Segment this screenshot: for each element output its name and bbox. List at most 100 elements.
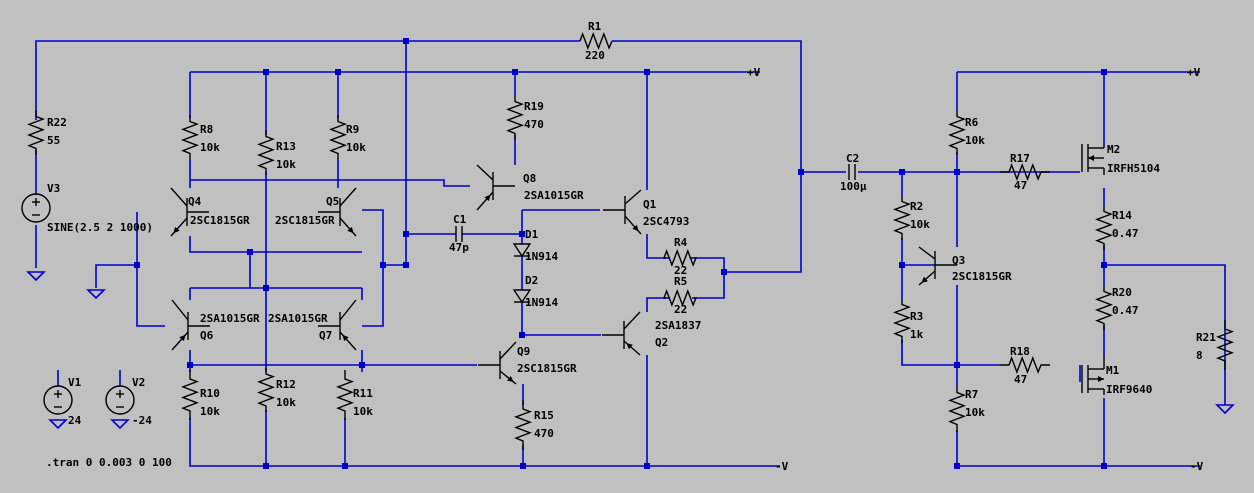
r10-resistor — [181, 370, 199, 420]
ref-q2: Q2 — [655, 336, 668, 349]
junction-dot — [134, 262, 140, 268]
ref-r7: R7 — [965, 388, 978, 401]
value-r20: 0.47 — [1112, 304, 1139, 317]
v2-source — [105, 385, 135, 415]
labels: +V +V -V -V .tran 0 0.003 0 100 — [46, 66, 1204, 473]
ref-v1: V1 — [68, 376, 82, 389]
ref-r8: R8 — [200, 123, 213, 136]
q3-transistor — [918, 246, 957, 286]
ground-symbol — [26, 271, 46, 282]
junction-dot — [899, 169, 905, 175]
junction-dot — [403, 231, 409, 237]
ref-r13: R13 — [276, 140, 296, 153]
q2-transistor — [602, 311, 641, 356]
r1-resistor — [579, 32, 613, 50]
ref-c2: C2 — [846, 152, 859, 165]
value-c2: 100µ — [840, 180, 867, 193]
ref-r6: R6 — [965, 116, 979, 129]
r13-resistor — [257, 130, 275, 175]
ref-r14: R14 — [1112, 209, 1132, 222]
ref-r11: R11 — [353, 387, 373, 400]
ref-r4: R4 — [674, 236, 688, 249]
junction-dot — [798, 169, 804, 175]
r7-resistor — [948, 385, 966, 432]
m1-mosfet — [1081, 355, 1105, 395]
wire — [189, 418, 780, 467]
value-r18: 47 — [1014, 373, 1027, 386]
junction-dot — [342, 463, 348, 469]
value-q2: 2SA1837 — [655, 319, 701, 332]
value-r9: 10k — [346, 141, 366, 154]
ref-r3: R3 — [910, 310, 923, 323]
net-label-vminus-right: -V — [1190, 460, 1204, 473]
r3-resistor — [893, 298, 911, 343]
junction-dot — [359, 362, 365, 368]
r22-resistor — [27, 110, 45, 155]
ref-v2: V2 — [132, 376, 145, 389]
wire — [189, 236, 362, 253]
value-r6: 10k — [965, 134, 985, 147]
v1-source — [43, 385, 73, 415]
value-r7: 10k — [965, 406, 985, 419]
ref-d1: D1 — [525, 228, 539, 241]
ref-q4: Q4 — [188, 195, 202, 208]
q8-transistor — [476, 164, 515, 211]
ref-r9: R9 — [346, 123, 359, 136]
value-q7: 2SA1015GR — [268, 312, 328, 325]
value-d2: 1N914 — [525, 296, 558, 309]
junction-dot — [263, 285, 269, 291]
value-r10: 10k — [200, 405, 220, 418]
value-m1: IRF9640 — [1106, 383, 1152, 396]
value-q9: 2SC1815GR — [517, 362, 577, 375]
r11-resistor — [336, 370, 354, 420]
wire — [646, 234, 670, 259]
q5-transistor — [318, 187, 357, 237]
value-r19: 470 — [524, 118, 544, 131]
value-r12: 10k — [276, 396, 296, 409]
ground-symbol — [48, 419, 68, 430]
r6-resistor — [948, 110, 966, 155]
junction-dots — [134, 38, 1107, 469]
ground-symbol — [110, 419, 130, 430]
value-v2: -24 — [132, 414, 152, 427]
q7-transistor — [318, 299, 357, 351]
value-q3: 2SC1815GR — [952, 270, 1012, 283]
wire — [136, 212, 165, 327]
value-q1: 2SC4793 — [643, 215, 689, 228]
wire — [190, 179, 470, 187]
junction-dot — [263, 463, 269, 469]
ref-r19: R19 — [524, 100, 544, 113]
junction-dot — [721, 269, 727, 275]
q9-transistor — [478, 341, 517, 385]
ref-r18: R18 — [1010, 345, 1030, 358]
wire — [690, 257, 725, 299]
value-d1: 1N914 — [525, 250, 558, 263]
ref-q8: Q8 — [523, 172, 536, 185]
r18-resistor — [1000, 356, 1050, 374]
net-label-vplus-left: +V — [1187, 66, 1201, 79]
m2-mosfet — [1081, 144, 1105, 175]
wire — [383, 41, 407, 266]
value-r11: 10k — [353, 405, 373, 418]
wire — [35, 40, 580, 120]
ground-symbol — [1215, 404, 1235, 415]
ref-r5: R5 — [674, 275, 687, 288]
junction-dot — [403, 38, 409, 44]
r20-resistor — [1095, 285, 1113, 330]
ref-q9: Q9 — [517, 345, 530, 358]
r5-resistor — [662, 289, 698, 307]
junction-dot — [644, 69, 650, 75]
wires — [26, 40, 1235, 467]
ref-c1: C1 — [453, 213, 467, 226]
r19-resistor — [506, 95, 524, 140]
ref-r12: R12 — [276, 378, 296, 391]
ref-m2: M2 — [1107, 143, 1120, 156]
ref-r15: R15 — [534, 409, 554, 422]
r9-resistor — [329, 115, 347, 160]
junction-dot — [899, 262, 905, 268]
wire — [612, 40, 802, 273]
junction-dot — [1101, 463, 1107, 469]
r4-resistor — [662, 249, 698, 267]
net-label-vminus-mid: -V — [775, 460, 789, 473]
